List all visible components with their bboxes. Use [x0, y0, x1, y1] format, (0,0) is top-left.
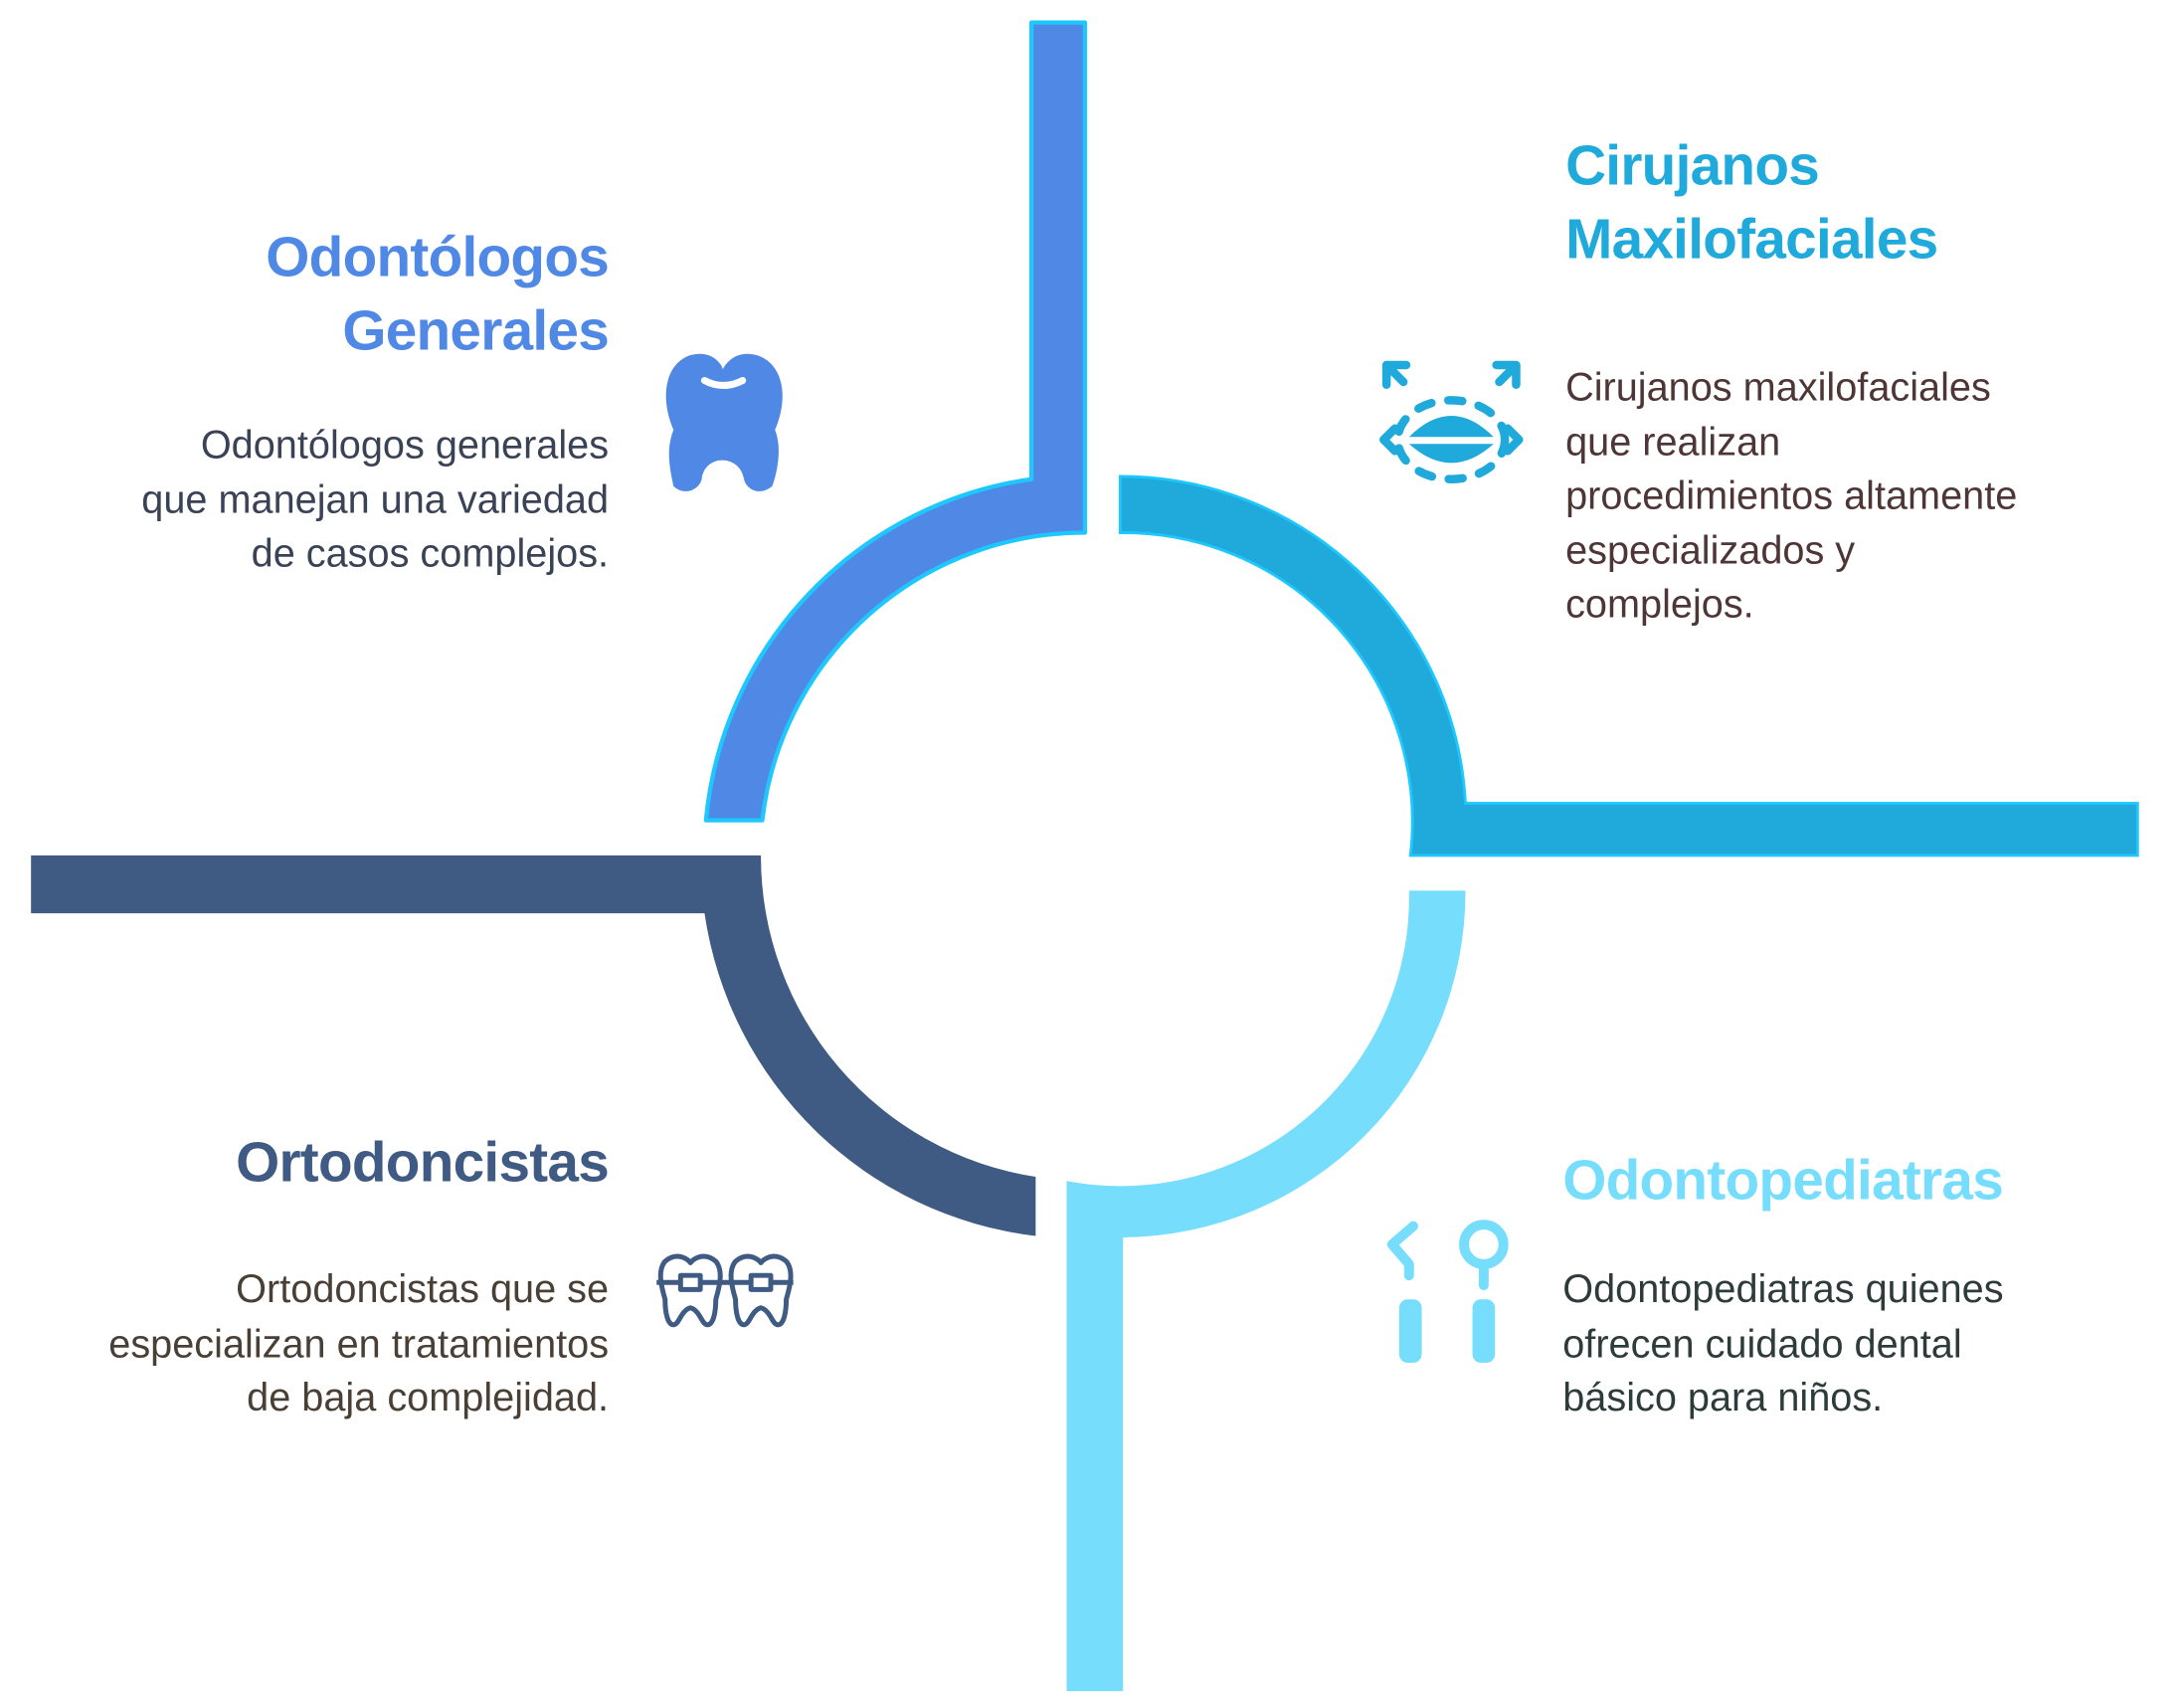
description-line: especializan en tratamientos — [108, 1321, 610, 1366]
description-line: complejos. — [1565, 582, 1754, 627]
section-title: Ortodoncistas — [108, 1126, 610, 1200]
section-title: Odontólogos Generales — [141, 221, 609, 367]
section-description: Odontólogos generales que manejan una va… — [141, 419, 609, 582]
section-ortodoncistas: Ortodoncistas Ortodoncistas que se espec… — [108, 1126, 609, 1425]
section-description: Odontopediatras quienes ofrecen cuidado … — [1562, 1262, 2003, 1425]
description-line: Ortodoncistas que se — [236, 1266, 610, 1311]
section-description: Ortodoncistas que se especializan en tra… — [108, 1262, 609, 1425]
title-line: Cirujanos — [1565, 135, 1820, 198]
description-line: que manejan una variedad — [141, 476, 610, 521]
description-line: ofrecen cuidado dental — [1562, 1321, 1962, 1366]
title-line: Odontólogos — [266, 227, 610, 289]
dental-tools-icon — [1386, 1220, 1509, 1364]
section-description: Cirujanos maxilofaciales que realizan pr… — [1565, 361, 2017, 633]
description-line: de casos complejos. — [251, 531, 610, 576]
mouth-expand-icon — [1379, 360, 1524, 483]
quadrant-ortodoncistas — [31, 854, 1036, 1236]
description-line: de baja complejidad. — [247, 1375, 610, 1419]
section-title: Cirujanos Maxilofaciales — [1565, 129, 2017, 276]
title-line: Generales — [342, 299, 610, 363]
tooth-icon — [665, 353, 783, 491]
description-line: procedimientos altamente — [1565, 473, 2018, 517]
quadrant-cirujanos-maxilofaciales — [1118, 474, 2139, 857]
description-line: Cirujanos maxilofaciales — [1565, 364, 1991, 409]
braces-icon — [656, 1253, 794, 1328]
quadrant-odontologos-generales — [703, 20, 1088, 823]
title-line: Odontopediatras — [1562, 1150, 2004, 1213]
quadrant-odontopediatras — [1066, 890, 1466, 1692]
section-cirujanos-maxilofaciales: Cirujanos Maxilofaciales Cirujanos maxil… — [1565, 129, 2017, 632]
description-line: Odontólogos generales — [200, 423, 610, 467]
description-line: básico para niños. — [1562, 1375, 1884, 1419]
section-odontopediatras: Odontopediatras Odontopediatras quienes … — [1562, 1144, 2004, 1425]
description-line: especializados y — [1565, 527, 1856, 572]
title-line: Ortodoncistas — [236, 1131, 610, 1195]
description-line: que realizan — [1565, 419, 1781, 464]
section-title: Odontopediatras — [1562, 1144, 2004, 1218]
section-odontologos-generales: Odontólogos Generales Odontólogos genera… — [141, 221, 610, 582]
title-line: Maxilofaciales — [1565, 208, 1938, 272]
description-line: Odontopediatras quienes — [1562, 1266, 2004, 1311]
